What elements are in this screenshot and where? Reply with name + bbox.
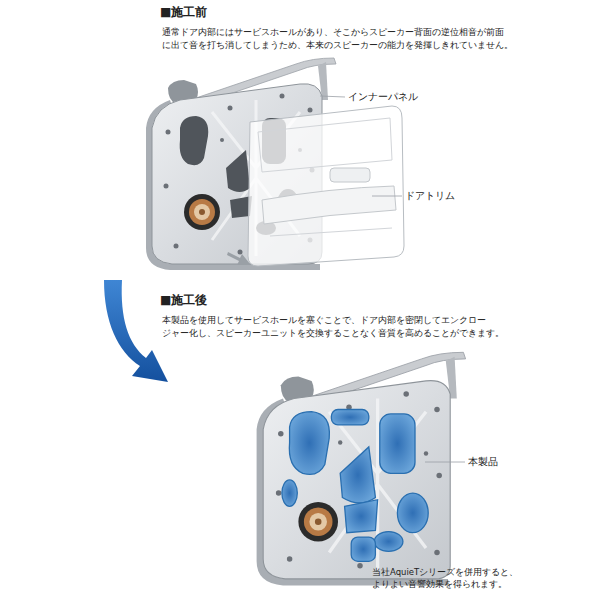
leader-line xyxy=(372,196,402,197)
process-arrow xyxy=(104,280,168,382)
note-text: 当社AquieTシリーズを併用すると、 よりよい音響効果を得られます。 xyxy=(372,566,524,590)
section-heading: ■施工前 xyxy=(160,4,207,20)
door-inner-panel-after xyxy=(257,352,466,585)
removal-arrow xyxy=(227,252,250,265)
leader-line xyxy=(320,96,345,97)
description-text: 通常ドア内部にはサービスホールがあり、そこからスピーカー背面の逆位相音が前面 に… xyxy=(162,26,600,52)
description-text: 本製品を使用してサービスホールを塞ぐことで、ドア内部を密閉してエンクロー ジャー… xyxy=(162,314,507,340)
part-label: 本製品 xyxy=(468,455,498,468)
section-heading: ■施工後 xyxy=(160,292,207,308)
leader-line xyxy=(425,462,465,463)
part-label: ドアトリム xyxy=(405,189,455,202)
door-trim xyxy=(248,106,404,266)
part-label: インナーパネル xyxy=(348,90,418,103)
sealing-sheet xyxy=(282,410,428,562)
